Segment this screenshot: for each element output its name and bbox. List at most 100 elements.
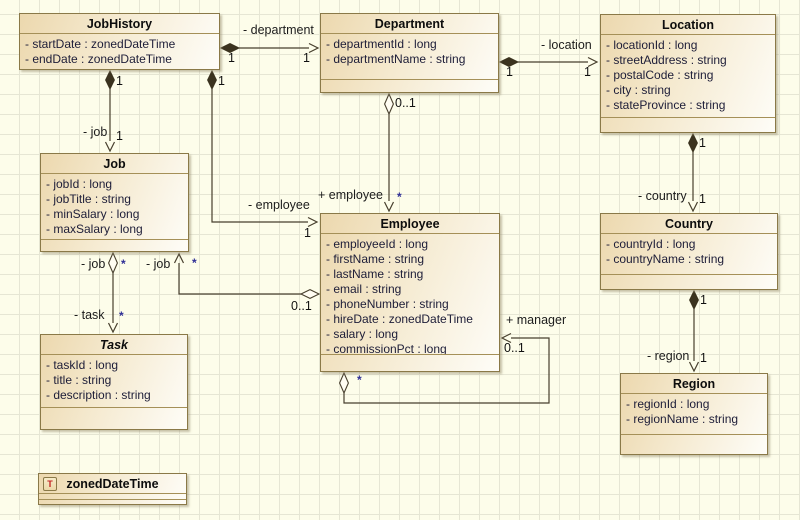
multiplicity: 1 bbox=[116, 74, 123, 88]
attribute: - postalCode : string bbox=[606, 68, 714, 82]
multiplicity: 1 bbox=[116, 129, 123, 143]
attribute: - departmentId : long bbox=[326, 37, 437, 51]
multiplicity: 0..1 bbox=[504, 341, 525, 355]
attribute: - lastName : string bbox=[326, 267, 424, 281]
connection-label: - department bbox=[243, 23, 314, 37]
attribute: - jobTitle : string bbox=[46, 192, 131, 206]
multiplicity: 1 bbox=[700, 293, 707, 307]
connection-department-employee bbox=[383, 92, 395, 213]
entity-methods-empty bbox=[321, 79, 498, 92]
connection-label: - job bbox=[146, 257, 171, 271]
entity-methods-empty bbox=[601, 274, 777, 289]
attribute: - employeeId : long bbox=[326, 237, 429, 251]
attribute: - phoneNumber : string bbox=[326, 297, 449, 311]
attribute: - jobId : long bbox=[46, 177, 113, 191]
type-icon: T bbox=[43, 477, 57, 491]
entity-title: Task bbox=[41, 335, 187, 355]
entity-country[interactable]: Country - countryId : long- countryName … bbox=[600, 213, 778, 290]
entity-attributes: - countryId : long- countryName : string bbox=[601, 234, 777, 274]
entity-methods-empty bbox=[41, 407, 187, 429]
entity-methods-empty bbox=[601, 117, 775, 132]
attribute: - salary : long bbox=[326, 327, 399, 341]
multiplicity: * bbox=[121, 257, 126, 271]
entity-title: Region bbox=[621, 374, 767, 394]
connection-label: - region bbox=[647, 349, 690, 363]
multiplicity: * bbox=[397, 190, 402, 204]
entity-methods-empty bbox=[621, 434, 767, 454]
multiplicity: 0..1 bbox=[395, 96, 416, 110]
connection-employee-job bbox=[173, 252, 321, 300]
attribute: - commissionPct : long bbox=[326, 342, 447, 354]
attribute: - title : string bbox=[46, 373, 112, 387]
connection-location-country bbox=[687, 132, 699, 213]
attribute: - regionName : string bbox=[626, 412, 739, 426]
entity-empty-row bbox=[39, 499, 186, 505]
attribute: - locationId : long bbox=[606, 38, 698, 52]
entity-title: JobHistory bbox=[20, 14, 219, 34]
entity-task[interactable]: Task - taskId : long- title : string- de… bbox=[40, 334, 188, 430]
attribute: - countryId : long bbox=[606, 237, 696, 251]
entity-department[interactable]: Department - departmentId : long- depart… bbox=[320, 13, 499, 93]
entity-attributes: - locationId : long- streetAddress : str… bbox=[601, 35, 775, 117]
attribute: - countryName : string bbox=[606, 252, 725, 266]
attribute: - minSalary : long bbox=[46, 207, 140, 221]
attribute: - startDate : zonedDateTime bbox=[25, 37, 176, 51]
attribute: - firstName : string bbox=[326, 252, 425, 266]
entity-attributes: - regionId : long- regionName : string bbox=[621, 394, 767, 434]
multiplicity: 1 bbox=[584, 65, 591, 79]
entity-title: Country bbox=[601, 214, 777, 234]
attribute: - email : string bbox=[326, 282, 402, 296]
attribute: - hireDate : zonedDateTime bbox=[326, 312, 473, 326]
entity-attributes: - startDate : zonedDateTime- endDate : z… bbox=[20, 34, 219, 69]
attribute: - endDate : zonedDateTime bbox=[25, 52, 172, 66]
multiplicity: 1 bbox=[228, 51, 235, 65]
connection-employee-manager bbox=[338, 332, 550, 404]
attribute: - description : string bbox=[46, 388, 151, 402]
multiplicity: 1 bbox=[304, 226, 311, 240]
entity-methods-empty bbox=[41, 239, 188, 251]
attribute: - city : string bbox=[606, 83, 671, 97]
entity-title-bar: T zonedDateTime bbox=[39, 474, 186, 494]
entity-attributes: - departmentId : long- departmentName : … bbox=[321, 34, 498, 79]
attribute: - departmentName : string bbox=[326, 52, 466, 66]
entity-location[interactable]: Location - locationId : long- streetAddr… bbox=[600, 14, 776, 133]
connection-label: + employee bbox=[318, 188, 383, 202]
entity-title: Employee bbox=[321, 214, 499, 234]
connection-job-task bbox=[107, 251, 119, 334]
connection-label: + manager bbox=[506, 313, 567, 327]
entity-attributes: - taskId : long- title : string- descrip… bbox=[41, 355, 187, 407]
multiplicity: * bbox=[119, 309, 124, 323]
connection-jobhistory-department bbox=[219, 42, 320, 54]
connection-label: - location bbox=[541, 38, 592, 52]
connection-label: - country bbox=[638, 189, 687, 203]
multiplicity: * bbox=[192, 256, 197, 270]
attribute: - stateProvince : string bbox=[606, 98, 726, 112]
entity-zoneddatetime[interactable]: T zonedDateTime bbox=[38, 473, 187, 505]
entity-region[interactable]: Region - regionId : long- regionName : s… bbox=[620, 373, 768, 455]
connection-label: - employee bbox=[248, 198, 310, 212]
entity-title: Location bbox=[601, 15, 775, 35]
connection-label: - task bbox=[74, 308, 105, 322]
connection-jobhistory-job bbox=[104, 69, 116, 153]
multiplicity: 1 bbox=[506, 65, 513, 79]
multiplicity: * bbox=[357, 373, 362, 387]
multiplicity: 0..1 bbox=[291, 299, 312, 313]
connection-country-region bbox=[688, 289, 700, 373]
entity-attributes: - employeeId : long- firstName : string-… bbox=[321, 234, 499, 354]
entity-title: Job bbox=[41, 154, 188, 174]
connection-jobhistory-employee bbox=[207, 69, 319, 228]
entity-title: zonedDateTime bbox=[66, 476, 159, 491]
multiplicity: 1 bbox=[699, 136, 706, 150]
entity-attributes: - jobId : long- jobTitle : string- minSa… bbox=[41, 174, 188, 239]
attribute: - streetAddress : string bbox=[606, 53, 727, 67]
entity-jobhistory[interactable]: JobHistory - startDate : zonedDateTime- … bbox=[19, 13, 220, 70]
entity-job[interactable]: Job - jobId : long- jobTitle : string- m… bbox=[40, 153, 189, 252]
connection-department-location bbox=[498, 56, 599, 68]
multiplicity: 1 bbox=[700, 351, 707, 365]
entity-employee[interactable]: Employee - employeeId : long- firstName … bbox=[320, 213, 500, 372]
attribute: - regionId : long bbox=[626, 397, 710, 411]
connection-label: - job bbox=[83, 125, 108, 139]
entity-methods-empty bbox=[321, 354, 499, 371]
